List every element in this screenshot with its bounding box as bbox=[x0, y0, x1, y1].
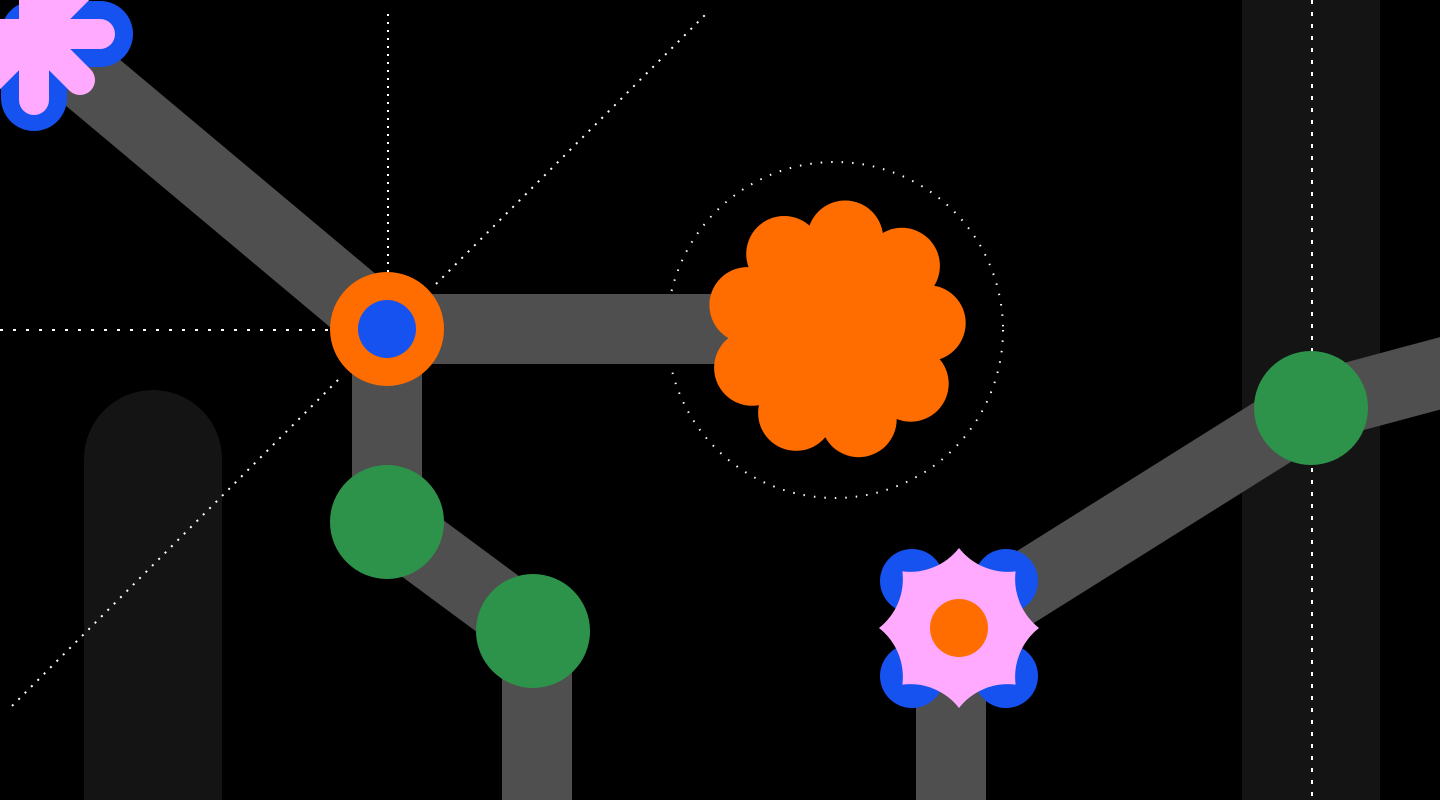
green-node-1 bbox=[330, 465, 444, 579]
flower-petal bbox=[807, 200, 884, 277]
guide-diagonal-upper bbox=[435, 11, 709, 285]
green-node-3 bbox=[1254, 351, 1368, 465]
asterisk-icon bbox=[0, 0, 133, 131]
flower-petal bbox=[863, 227, 940, 304]
pipes bbox=[7, 3, 1440, 800]
flower-icon bbox=[709, 200, 966, 458]
guide-diagonal-lower bbox=[7, 379, 339, 711]
green-node-2 bbox=[476, 574, 590, 688]
flower-petal bbox=[820, 381, 897, 458]
scalloped-badge-icon bbox=[879, 548, 1039, 708]
guide-circle bbox=[666, 161, 1004, 499]
asterisk-pink bbox=[0, 0, 115, 115]
flower-petal bbox=[746, 216, 823, 292]
flower-petal bbox=[889, 285, 966, 362]
badge-orange-center bbox=[930, 599, 988, 657]
pillar-left bbox=[84, 390, 222, 800]
ring-node-inner bbox=[358, 300, 416, 358]
ring-node bbox=[330, 272, 444, 386]
flower-petal bbox=[714, 329, 791, 406]
